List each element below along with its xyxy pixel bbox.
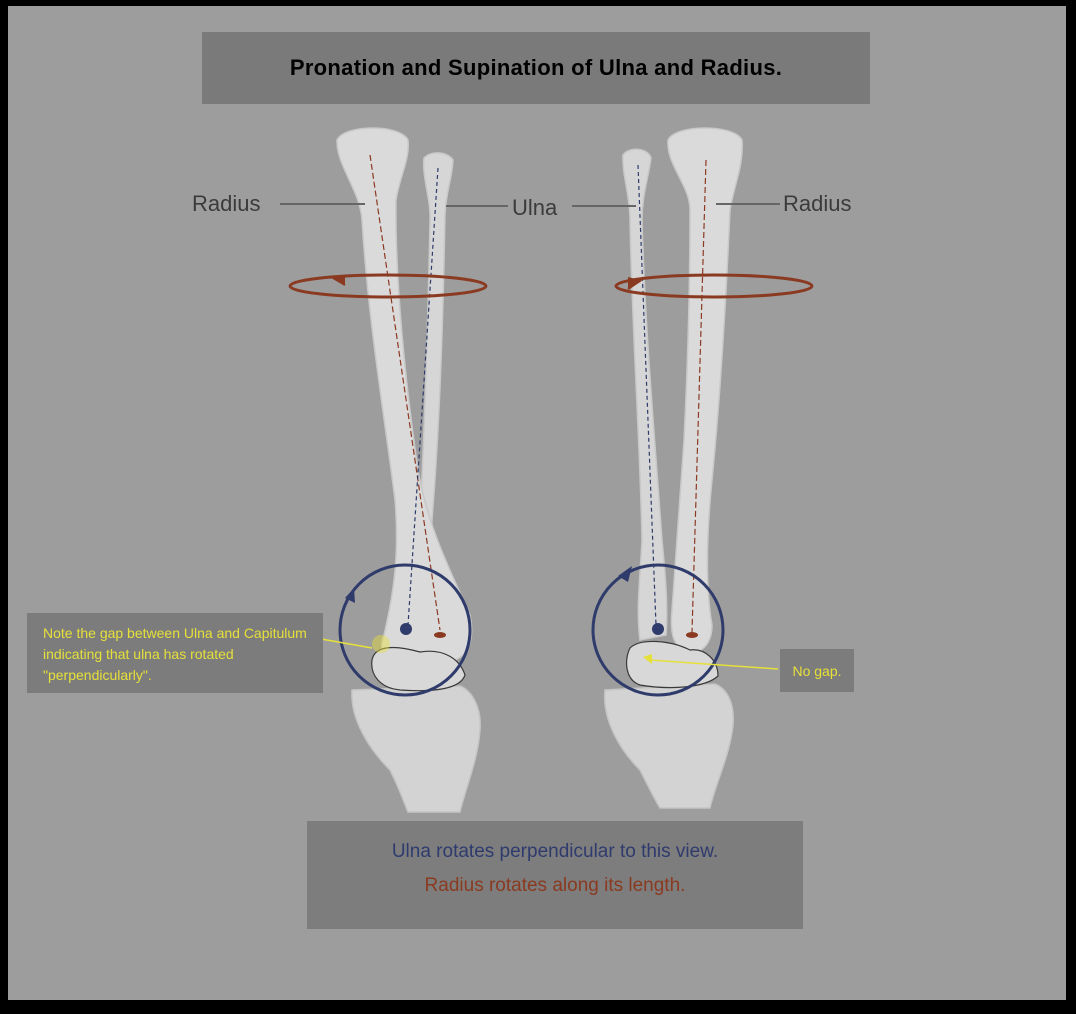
page-title: Pronation and Supination of Ulna and Rad…: [289, 55, 783, 80]
caption-ulna: Ulna rotates perpendicular to this view.: [391, 841, 719, 862]
no-gap-text: No gap.: [792, 662, 842, 679]
right-ulna-bone: [622, 148, 668, 641]
caption-box: Ulna rotates perpendicular to this view.…: [307, 821, 803, 929]
left-joint: [371, 646, 466, 692]
label-ulna: Ulna: [512, 195, 558, 220]
gap-note-box: Note the gap between Ulna and Capitulum …: [27, 613, 323, 693]
no-gap-box: No gap.: [780, 649, 854, 692]
label-radius-left: Radius: [192, 191, 261, 216]
right-radius-bone: [667, 127, 743, 654]
right-ulna-rotation-arrow: [591, 563, 725, 697]
right-humerus: [603, 683, 734, 809]
left-forearm: [280, 127, 508, 813]
right-joint: [625, 640, 719, 689]
title-banner: Pronation and Supination of Ulna and Rad…: [202, 32, 870, 104]
label-radius-right: Radius: [783, 191, 852, 216]
gap-note-text: Note the gap between Ulna and Capitulum …: [43, 625, 307, 683]
left-radius-rotation-arrow: [288, 273, 488, 299]
caption-radius: Radius rotates along its length.: [424, 875, 686, 896]
right-forearm: [572, 127, 814, 809]
right-radius-rotation-arrow: [614, 273, 814, 299]
left-ulna-rotation-arrow: [338, 563, 472, 697]
left-humerus: [351, 685, 481, 813]
